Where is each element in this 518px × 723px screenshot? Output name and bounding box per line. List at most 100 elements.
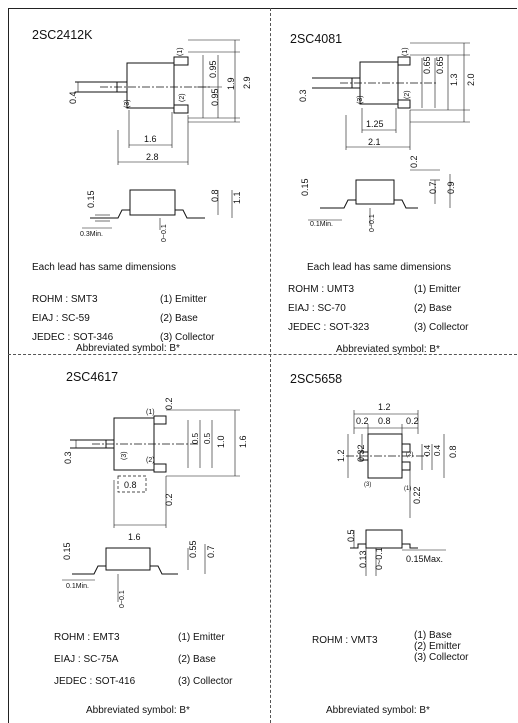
code-label: EIAJ : SC-70 xyxy=(288,303,346,314)
lead-2 xyxy=(173,104,189,114)
svg-text:0.2: 0.2 xyxy=(164,493,174,506)
code-label: ROHM : SMT3 xyxy=(32,294,98,305)
svg-text:0.55: 0.55 xyxy=(188,540,198,558)
pin-label: (1) xyxy=(177,47,184,56)
page-frame xyxy=(8,8,517,723)
pin-function: (3) Collector xyxy=(160,332,215,343)
code-label: JEDEC : SOT-346 xyxy=(32,332,114,343)
svg-text:0.2: 0.2 xyxy=(164,397,174,410)
svg-text:0.32: 0.32 xyxy=(356,444,366,462)
svg-text:(3): (3) xyxy=(364,482,371,488)
pin-function: (2) Emitter xyxy=(414,641,461,652)
pin-function: (2) Base xyxy=(160,313,198,324)
svg-text:0.8: 0.8 xyxy=(124,480,137,490)
svg-text:2.9: 2.9 xyxy=(242,76,252,89)
svg-text:0.1Min.: 0.1Min. xyxy=(66,583,89,590)
svg-text:0.2: 0.2 xyxy=(356,416,369,426)
svg-text:0.4: 0.4 xyxy=(68,91,78,104)
svg-text:0.3: 0.3 xyxy=(63,451,73,464)
package-top-view: (1) (2) (3) 0.2 0.2 0.5 0.5 1.0 1.6 0.3 … xyxy=(63,397,248,542)
code-label: JEDEC : SOT-323 xyxy=(288,322,370,333)
svg-text:0.5: 0.5 xyxy=(191,432,200,444)
svg-text:0~0.1: 0~0.1 xyxy=(369,214,376,232)
svg-text:0.13: 0.13 xyxy=(358,550,368,568)
svg-text:0.7: 0.7 xyxy=(206,545,216,558)
package-title: 2SC4081 xyxy=(290,32,343,46)
svg-text:0~0.1: 0~0.1 xyxy=(374,547,384,570)
svg-text:1.2: 1.2 xyxy=(378,402,391,412)
horizontal-divider xyxy=(8,354,517,355)
code-label: ROHM : EMT3 xyxy=(54,632,120,643)
pin-function: (3) Collector xyxy=(414,322,469,333)
svg-text:1.1: 1.1 xyxy=(232,191,242,204)
code-label: JEDEC : SOT-416 xyxy=(54,676,136,687)
package-side-view: 0.15 0.8 1.1 0.3Min. 0~0.1 xyxy=(80,189,242,242)
svg-text:0.1Min.: 0.1Min. xyxy=(310,221,333,228)
package-title: 2SC2412K xyxy=(32,28,93,42)
svg-text:0.15: 0.15 xyxy=(62,542,72,560)
vertical-divider xyxy=(270,8,271,723)
note: Each lead has same dimensions xyxy=(307,262,451,273)
svg-text:0.65: 0.65 xyxy=(422,56,432,74)
pin-function: (1) Emitter xyxy=(414,284,461,295)
svg-text:0.2: 0.2 xyxy=(406,416,419,426)
svg-text:1.9: 1.9 xyxy=(226,77,236,90)
abbreviated-symbol: Abbreviated symbol: B* xyxy=(76,343,180,354)
svg-text:(1): (1) xyxy=(404,486,411,492)
abbreviated-symbol: Abbreviated symbol: B* xyxy=(336,344,440,355)
svg-text:0.5: 0.5 xyxy=(203,432,212,444)
note: Each lead has same dimensions xyxy=(32,262,176,273)
code-label: EIAJ : SC-75A xyxy=(54,654,119,665)
svg-text:1.3: 1.3 xyxy=(449,73,459,86)
pin-function: (3) Collector xyxy=(178,676,233,687)
svg-text:0.7: 0.7 xyxy=(428,181,438,194)
svg-text:(3): (3) xyxy=(357,95,364,104)
svg-text:0.4: 0.4 xyxy=(433,444,442,456)
svg-text:1.2: 1.2 xyxy=(336,449,346,462)
svg-text:0.95: 0.95 xyxy=(208,60,218,78)
svg-text:(3): (3) xyxy=(121,451,128,460)
pin-function: (1) Base xyxy=(414,630,452,641)
svg-text:0.8: 0.8 xyxy=(448,445,458,458)
package-side-view: 0.5 0.13 0~0.1 0.15Max. xyxy=(346,529,446,576)
svg-text:(1): (1) xyxy=(146,409,155,416)
svg-text:1.6: 1.6 xyxy=(128,532,141,542)
svg-text:0~0.1: 0~0.1 xyxy=(161,224,168,242)
svg-text:(2): (2) xyxy=(406,452,413,458)
svg-text:0.2: 0.2 xyxy=(409,155,419,168)
svg-text:0.3Min.: 0.3Min. xyxy=(80,231,103,238)
package-title: 2SC4617 xyxy=(66,370,119,384)
svg-text:0.15: 0.15 xyxy=(300,178,310,196)
svg-text:1.6: 1.6 xyxy=(144,134,157,144)
svg-text:0.5: 0.5 xyxy=(346,529,356,542)
svg-text:0.4: 0.4 xyxy=(423,444,432,456)
pin-function: (3) Collector xyxy=(414,652,469,663)
svg-text:0.15Max.: 0.15Max. xyxy=(406,554,443,564)
pin-function: (2) Base xyxy=(414,303,452,314)
package-top-view: (1) (2) (3) 0.65 0.65 1.3 2.0 0.3 1.25 2… xyxy=(298,42,476,150)
lead-1 xyxy=(173,56,189,66)
svg-text:0.15: 0.15 xyxy=(86,190,96,208)
pin-function: (2) Base xyxy=(178,654,216,665)
code-label: ROHM : VMT3 xyxy=(312,635,378,646)
package-top-view: (1) (2) (3) 0.95 0.95 1.9 2.9 0.4 1.6 2.… xyxy=(68,39,252,165)
package-top-view: 1.2 0.2 0.8 0.2 1.2 0.32 0.4 0.4 0.8 0.2… xyxy=(336,402,458,518)
svg-text:0~0.1: 0~0.1 xyxy=(119,590,126,608)
svg-text:1.6: 1.6 xyxy=(238,435,248,448)
package-side-view: 0.15 0.2 0.7 0.9 0.1Min. 0~0.1 xyxy=(300,155,456,232)
code-label: ROHM : UMT3 xyxy=(288,284,355,295)
pin-function: (1) Emitter xyxy=(160,294,207,305)
svg-text:1.0: 1.0 xyxy=(216,435,226,448)
svg-text:0.8: 0.8 xyxy=(378,416,391,426)
package-title: 2SC5658 xyxy=(290,372,343,386)
svg-text:(1): (1) xyxy=(402,47,409,56)
abbreviated-symbol: Abbreviated symbol: B* xyxy=(86,705,190,716)
pin-function-list: (1) Base (2) Emitter (3) Collector xyxy=(414,630,468,663)
abbreviated-symbol: Abbreviated symbol: B* xyxy=(326,705,430,716)
svg-text:(3): (3) xyxy=(124,99,131,108)
svg-text:0.9: 0.9 xyxy=(446,181,456,194)
svg-text:(2): (2) xyxy=(404,90,411,99)
package-side-view: 0.15 0.55 0.7 0.1Min. 0~0.1 xyxy=(62,540,216,608)
svg-text:0.8: 0.8 xyxy=(210,189,220,202)
pin-function: (1) Emitter xyxy=(178,632,225,643)
